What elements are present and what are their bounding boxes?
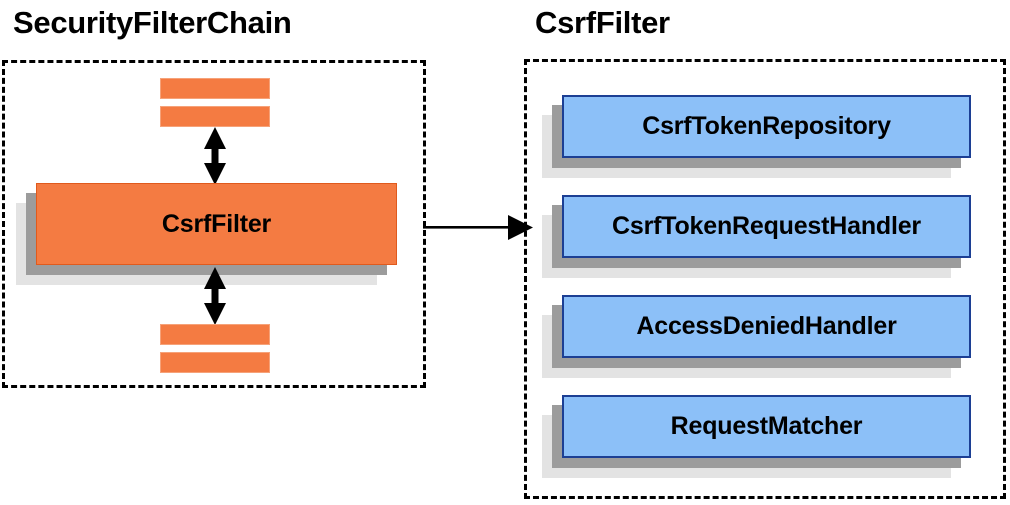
component-box-request-matcher[interactable]: RequestMatcher <box>562 395 971 458</box>
security-filter-chain-group-box <box>2 60 426 388</box>
filter-bar-bottom-1 <box>160 324 270 345</box>
component-box-csrf-token-repository[interactable]: CsrfTokenRepository <box>562 95 971 158</box>
component-label: RequestMatcher <box>670 412 863 440</box>
component-label: CsrfTokenRepository <box>642 112 891 140</box>
vertical-double-arrow-bottom <box>204 267 226 325</box>
component-label: AccessDeniedHandler <box>636 312 897 340</box>
component-box-access-denied-handler[interactable]: AccessDeniedHandler <box>562 295 971 358</box>
filter-bar-top-1 <box>160 78 270 99</box>
arrow-left-to-right <box>423 215 533 240</box>
vertical-double-arrow-top <box>204 127 226 185</box>
csrf-filter-group-box <box>524 59 1006 499</box>
component-label: CsrfTokenRequestHandler <box>612 212 921 240</box>
csrf-filter-block-label: CsrfFilter <box>161 209 272 238</box>
filter-bar-bottom-2 <box>160 352 270 373</box>
filter-bar-top-2 <box>160 106 270 127</box>
page-title-csrf-filter: CsrfFilter <box>535 5 670 40</box>
page-title-security-filter-chain: SecurityFilterChain <box>13 5 292 40</box>
csrf-filter-block[interactable]: CsrfFilter <box>36 183 397 265</box>
component-box-csrf-token-request-handler[interactable]: CsrfTokenRequestHandler <box>562 195 971 258</box>
